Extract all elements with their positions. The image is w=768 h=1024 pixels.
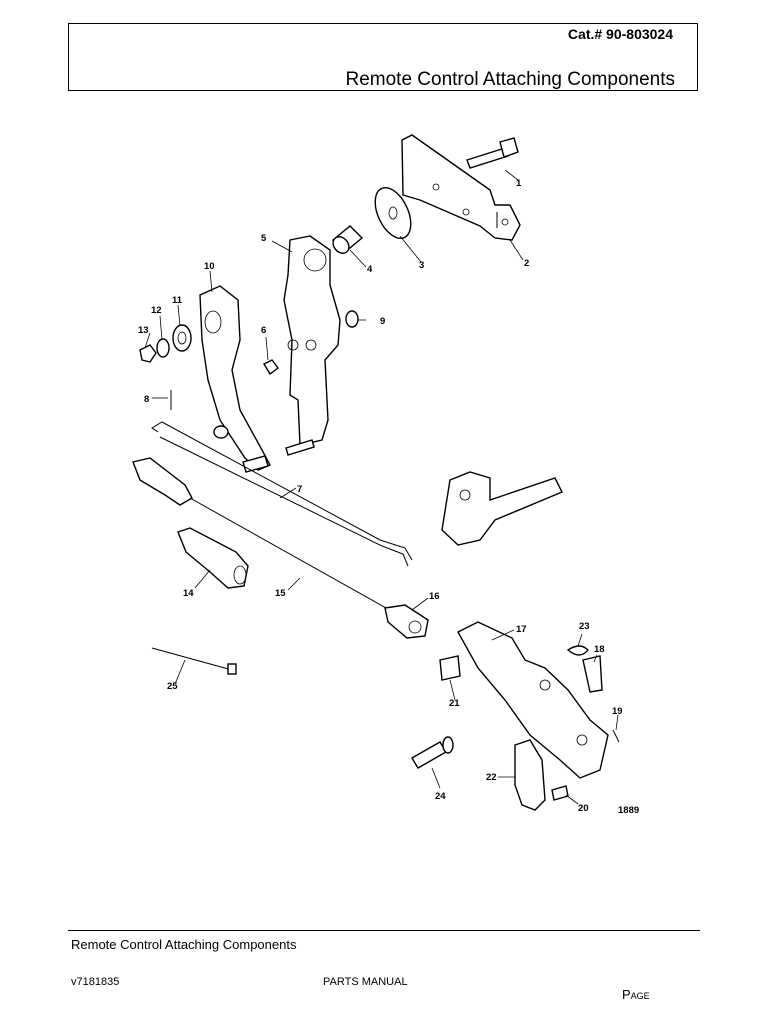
callout-11: 11 — [172, 295, 183, 306]
callout-21: 21 — [449, 698, 460, 709]
part-cable-end-16 — [384, 604, 429, 639]
part-shaft-assembly — [441, 471, 563, 546]
callout-4: 4 — [367, 264, 373, 275]
part-mount-bracket-17 — [457, 621, 609, 779]
callout-25: 25 — [167, 681, 178, 692]
callout-2: 2 — [524, 258, 529, 269]
callout-5: 5 — [261, 233, 267, 244]
callout-20: 20 — [578, 803, 589, 814]
part-washers-nut — [139, 324, 192, 363]
callout-6: 6 — [261, 325, 266, 336]
figure-number: 1889 — [618, 805, 639, 816]
part-spacer — [331, 225, 364, 254]
callout-3: 3 — [419, 260, 424, 271]
callout-15: 15 — [275, 588, 286, 599]
callout-24: 24 — [435, 791, 446, 802]
part-18 — [582, 655, 603, 693]
part-rod-7-edge — [159, 436, 409, 567]
part-clip-23 — [566, 645, 589, 656]
callout-9: 9 — [380, 316, 385, 327]
header-box: Cat.# 90-803024 Remote Control Attaching… — [68, 23, 698, 91]
callout-1: 1 — [516, 178, 522, 189]
callout-10: 10 — [204, 261, 215, 272]
page-title: Remote Control Attaching Components — [345, 69, 675, 90]
callout-17: 17 — [516, 624, 527, 635]
footer-section-title: Remote Control Attaching Components — [71, 937, 297, 952]
callout-16: 16 — [429, 591, 440, 602]
part-screw-20 — [551, 785, 569, 801]
callout-7: 7 — [297, 484, 302, 495]
footer-divider — [68, 930, 700, 931]
part-tie-strap-25 — [151, 647, 237, 675]
part-latch-22 — [514, 739, 546, 811]
part-washer-large — [374, 187, 412, 239]
callout-12: 12 — [151, 305, 162, 316]
part-pin-24 — [411, 736, 454, 769]
part-bolt-21 — [439, 655, 461, 681]
part-cable-15 — [132, 457, 396, 614]
callout-18: 18 — [594, 644, 605, 655]
part-bracket-plate — [401, 134, 521, 241]
part-bolt — [466, 137, 519, 169]
footer-version: v7181835 — [71, 976, 120, 988]
part-screw-6 — [263, 359, 279, 376]
part-bracket-lever — [283, 235, 341, 456]
catalog-number: Cat.# 90-803024 — [567, 26, 673, 42]
part-clip-14 — [177, 527, 249, 589]
callout-19: 19 — [612, 706, 623, 717]
footer-manual-label: PARTS MANUAL — [323, 976, 408, 988]
callout-14: 14 — [183, 588, 194, 599]
part-rod-7 — [151, 421, 413, 561]
part-19 — [612, 729, 620, 743]
footer-page-label: Page — [622, 987, 650, 1002]
part-arm — [199, 285, 271, 473]
callout-22: 22 — [486, 772, 497, 783]
leader-lines — [144, 169, 619, 805]
part-washer-9 — [345, 310, 359, 328]
callout-23: 23 — [579, 621, 590, 632]
callout-8: 8 — [144, 394, 149, 405]
callout-13: 13 — [138, 325, 149, 336]
